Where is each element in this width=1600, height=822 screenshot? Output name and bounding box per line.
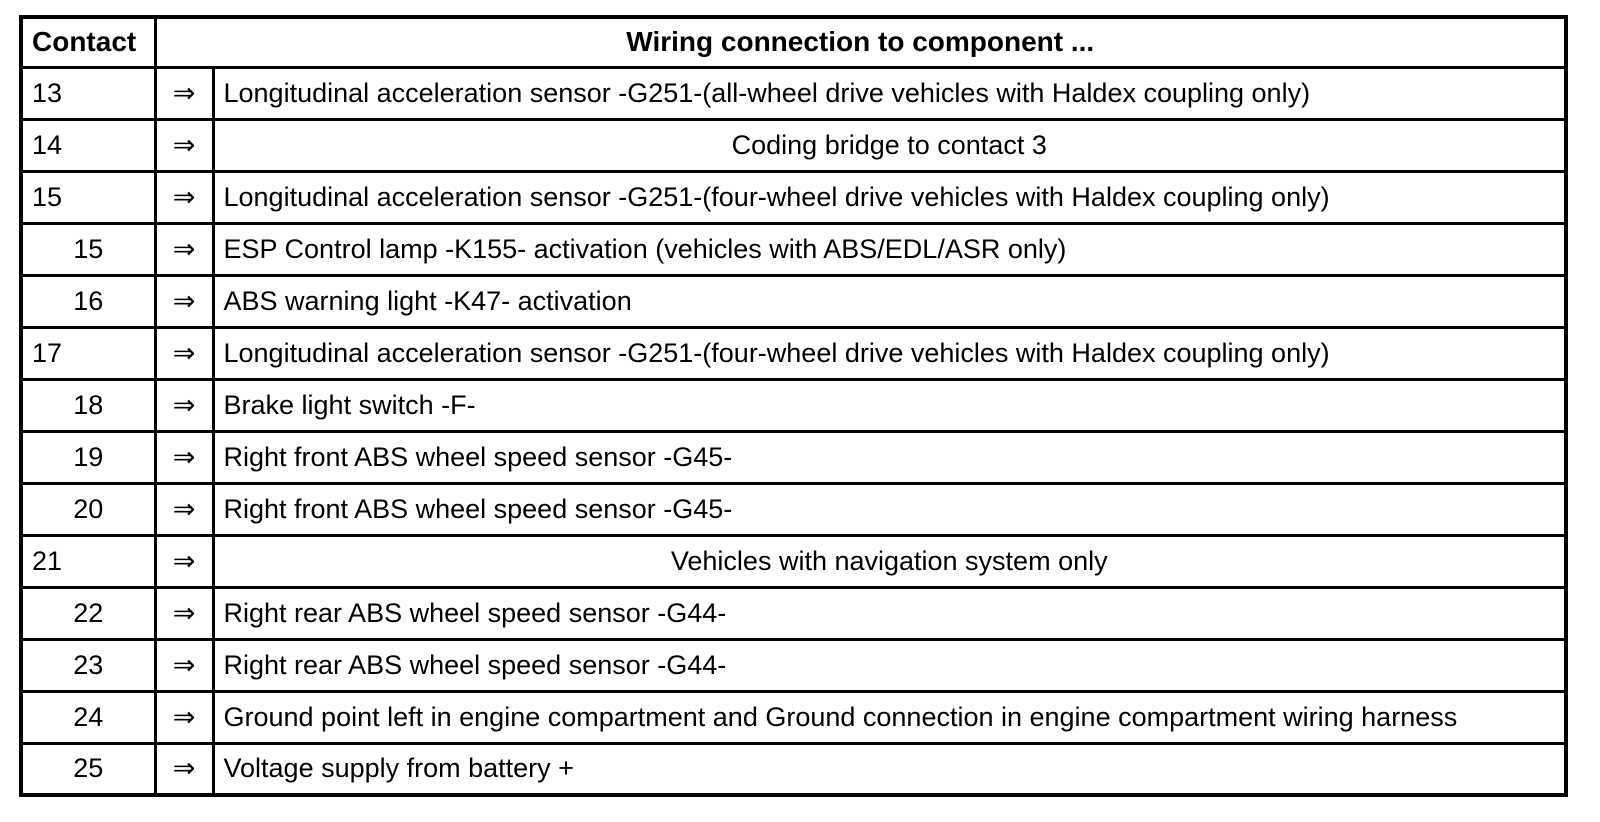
table-row: 22 ⇒ Right rear ABS wheel speed sensor -…	[19, 585, 1568, 641]
table-header-row: Contact Wiring connection to component .…	[19, 15, 1568, 69]
right-double-arrow-icon: ⇒	[153, 637, 215, 693]
contact-number-cell: 23	[19, 637, 157, 693]
table-row: 19 ⇒ Right front ABS wheel speed sensor …	[19, 429, 1568, 485]
right-double-arrow-icon: ⇒	[153, 429, 215, 485]
contact-number-cell: 17	[19, 325, 157, 381]
contact-number-cell: 22	[19, 585, 157, 641]
contact-number-cell: 18	[19, 377, 157, 433]
component-description-cell: ABS warning light -K47- activation	[211, 273, 1568, 329]
right-double-arrow-icon: ⇒	[153, 65, 215, 121]
component-description-cell: ESP Control lamp -K155- activation (vehi…	[211, 221, 1568, 277]
table-row: 15 ⇒ Longitudinal acceleration sensor -G…	[19, 169, 1568, 225]
contact-column-header: Contact	[19, 15, 157, 69]
contact-number-cell: 15	[19, 221, 157, 277]
wiring-column-header: Wiring connection to component ...	[153, 15, 1568, 69]
component-description-cell: Longitudinal acceleration sensor -G251-(…	[211, 325, 1568, 381]
right-double-arrow-icon: ⇒	[153, 325, 215, 381]
component-description-cell: Right rear ABS wheel speed sensor -G44-	[211, 637, 1568, 693]
table-row: 16 ⇒ ABS warning light -K47- activation	[19, 273, 1568, 329]
contact-number-cell: 14	[19, 117, 157, 173]
document-page: Contact Wiring connection to component .…	[19, 15, 1568, 797]
contact-number-cell: 15	[19, 169, 157, 225]
right-double-arrow-icon: ⇒	[153, 689, 215, 745]
table-row: 20 ⇒ Right front ABS wheel speed sensor …	[19, 481, 1568, 537]
right-double-arrow-icon: ⇒	[153, 741, 215, 797]
table-row: 21 ⇒ Vehicles with navigation system onl…	[19, 533, 1568, 589]
contact-number-cell: 13	[19, 65, 157, 121]
right-double-arrow-icon: ⇒	[153, 481, 215, 537]
component-description-cell: Longitudinal acceleration sensor -G251-(…	[211, 169, 1568, 225]
right-double-arrow-icon: ⇒	[153, 221, 215, 277]
contact-number-cell: 24	[19, 689, 157, 745]
component-description-cell: Coding bridge to contact 3	[211, 117, 1568, 173]
component-description-cell: Brake light switch -F-	[211, 377, 1568, 433]
wiring-connection-table: Contact Wiring connection to component .…	[19, 15, 1568, 797]
table-row: 18 ⇒ Brake light switch -F-	[19, 377, 1568, 433]
table-row: 23 ⇒ Right rear ABS wheel speed sensor -…	[19, 637, 1568, 693]
component-description-cell: Longitudinal acceleration sensor -G251-(…	[211, 65, 1568, 121]
right-double-arrow-icon: ⇒	[153, 377, 215, 433]
contact-number-cell: 25	[19, 741, 157, 797]
right-double-arrow-icon: ⇒	[153, 585, 215, 641]
right-double-arrow-icon: ⇒	[153, 533, 215, 589]
table-row: 14 ⇒ Coding bridge to contact 3	[19, 117, 1568, 173]
right-double-arrow-icon: ⇒	[153, 117, 215, 173]
table-row: 24 ⇒ Ground point left in engine compart…	[19, 689, 1568, 745]
table-row: 13 ⇒ Longitudinal acceleration sensor -G…	[19, 65, 1568, 121]
component-description-cell: Right rear ABS wheel speed sensor -G44-	[211, 585, 1568, 641]
right-double-arrow-icon: ⇒	[153, 169, 215, 225]
contact-number-cell: 21	[19, 533, 157, 589]
component-description-cell: Right front ABS wheel speed sensor -G45-	[211, 429, 1568, 485]
component-description-cell: Right front ABS wheel speed sensor -G45-	[211, 481, 1568, 537]
wiring-table-body: 13 ⇒ Longitudinal acceleration sensor -G…	[19, 65, 1568, 797]
right-double-arrow-icon: ⇒	[153, 273, 215, 329]
contact-number-cell: 20	[19, 481, 157, 537]
table-row: 15 ⇒ ESP Control lamp -K155- activation …	[19, 221, 1568, 277]
component-description-cell: Vehicles with navigation system only	[211, 533, 1568, 589]
table-row: 25 ⇒ Voltage supply from battery +	[19, 741, 1568, 797]
table-row: 17 ⇒ Longitudinal acceleration sensor -G…	[19, 325, 1568, 381]
contact-number-cell: 16	[19, 273, 157, 329]
component-description-cell: Voltage supply from battery +	[211, 741, 1568, 797]
component-description-cell: Ground point left in engine compartment …	[211, 689, 1568, 745]
contact-number-cell: 19	[19, 429, 157, 485]
